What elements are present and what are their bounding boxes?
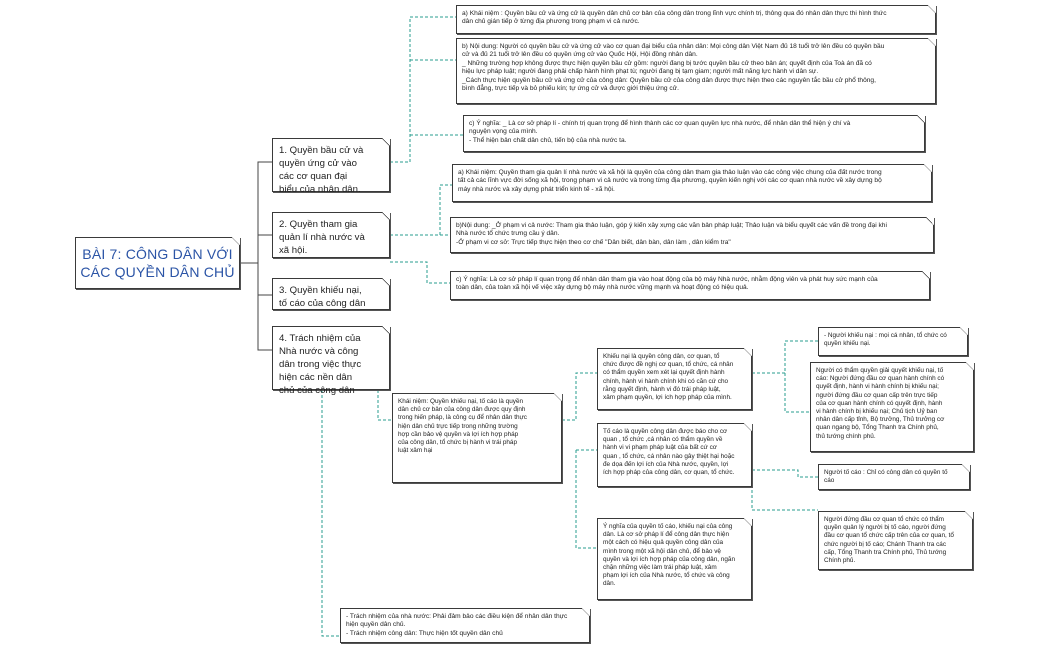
b1-to-a — [390, 16, 456, 163]
root-to-branch-1 — [240, 161, 272, 264]
branch-3-label: 3. Quyền khiếu nại, tố cáo của công dân — [279, 285, 366, 309]
b3-concept-node[interactable]: Khái niệm: Quyền khiếu nại, tố cáo là qu… — [392, 393, 562, 483]
b3-y-nghia-node[interactable]: Ý nghĩa của quyền tố cáo, khiếu nại của … — [597, 518, 752, 600]
branch-1-node[interactable]: 1. Quyền bầu cử và quyền ứng cử vào các … — [272, 138, 390, 195]
branch-2-label: 2. Quyền tham gia quản lí nhà nước và xã… — [279, 219, 365, 256]
b4-responsibility-text: - Trách nhiệm của nhà nước: Phải đảm bảo… — [346, 613, 568, 637]
b1-concept-node[interactable]: a) Khái niệm : Quyền bầu cử và ứng cử là… — [456, 5, 936, 34]
concept-to-khieu-nai — [562, 372, 597, 421]
b3-giai-quyet-kn-text: Người có thẩm quyền giải quyết khiếu nại… — [816, 367, 945, 440]
branch-4-label: 4. Trách nhiệm của Nhà nước và công dân … — [279, 333, 362, 396]
b1-content-text: b) Nội dung: Người có quyền bầu cử và ứn… — [462, 43, 885, 93]
root-to-branch-4 — [257, 295, 272, 351]
root-title: BÀI 7: CÔNG DÂN VỚI CÁC QUYỀN DÂN CHỦ — [80, 246, 235, 280]
b2-content-text: b)Nội dung: _Ở phạm vi cả nước: Tham gia… — [456, 222, 887, 246]
b3-giai-quyet-tc-text: Người đứng đầu cơ quan tổ chức có thẩm q… — [824, 516, 954, 565]
branch-4-node[interactable]: 4. Trách nhiệm của Nhà nước và công dân … — [272, 326, 390, 396]
branch-2-node[interactable]: 2. Quyền tham gia quản lí nhà nước và xã… — [272, 212, 390, 258]
b3-khieu-nai-text: Khiếu nại là quyền công dân, cơ quan, tổ… — [603, 353, 734, 402]
branch-3-node[interactable]: 3. Quyền khiếu nại, tố cáo của công dân — [272, 278, 390, 310]
b3-y-nghia-text: Ý nghĩa của quyền tố cáo, khiếu nại của … — [603, 523, 736, 588]
b2-to-c — [390, 261, 450, 284]
kn-to-nguoi-kn — [752, 340, 818, 374]
root-title-box[interactable]: BÀI 7: CÔNG DÂN VỚI CÁC QUYỀN DÂN CHỦ — [75, 237, 240, 289]
b4-to-concept — [377, 390, 392, 421]
kn-to-giai-quyet — [784, 373, 810, 413]
b3-giai-quyet-kn-node[interactable]: Người có thẩm quyền giải quyết khiếu nại… — [810, 362, 974, 452]
b1-concept-text: a) Khái niệm : Quyền bầu cử và ứng cử là… — [462, 10, 887, 26]
b1-meaning-text: c) Ý nghĩa: _ Là cơ sở pháp lí - chính t… — [469, 120, 851, 144]
b1-meaning-node[interactable]: c) Ý nghĩa: _ Là cơ sở pháp lí - chính t… — [463, 115, 925, 152]
b3-nguoi-khieu-nai-text: - Người khiếu nại : mọi cá nhân, tổ chức… — [824, 332, 947, 348]
b2-to-a — [390, 184, 452, 236]
b4-to-responsibility — [321, 390, 340, 637]
b2-content-node[interactable]: b)Nội dung: _Ở phạm vi cả nước: Tham gia… — [450, 217, 934, 253]
concept-to-y-nghia — [575, 450, 597, 549]
b2-concept-text: a) Khái niệm: Quyền tham gia quản lí nhà… — [458, 169, 882, 193]
b3-to-cao-text: Tố cáo là quyền công dân được báo cho cơ… — [603, 428, 735, 477]
b1-content-node[interactable]: b) Nội dung: Người có quyền bầu cử và ứn… — [456, 38, 936, 104]
b2-concept-node[interactable]: a) Khái niệm: Quyền tham gia quản lí nhà… — [452, 164, 932, 202]
root-to-branch-3 — [257, 263, 272, 296]
tc-to-nguoi-tc — [752, 469, 818, 478]
tc-to-giai-quyet — [751, 470, 818, 511]
b2-meaning-node[interactable]: c) Ý nghĩa: Là cơ sở pháp lí quan trọng … — [450, 271, 930, 300]
b3-concept-text: Khái niệm: Quyền khiếu nại, tố cáo là qu… — [398, 398, 527, 455]
b3-to-cao-node[interactable]: Tố cáo là quyền công dân được báo cho cơ… — [597, 423, 752, 487]
b3-giai-quyet-tc-node[interactable]: Người đứng đầu cơ quan tổ chức có thẩm q… — [818, 511, 973, 570]
b2-meaning-text: c) Ý nghĩa: Là cơ sở pháp lí quan trọng … — [456, 276, 878, 292]
b4-responsibility-node[interactable]: - Trách nhiệm của nhà nước: Phải đảm bảo… — [340, 608, 590, 643]
b3-nguoi-to-cao-text: Người tố cáo : Chỉ có công dân có quyền … — [824, 469, 948, 485]
branch-1-label: 1. Quyền bầu cử và quyền ứng cử vào các … — [279, 145, 364, 195]
b3-nguoi-to-cao-node[interactable]: Người tố cáo : Chỉ có công dân có quyền … — [818, 464, 970, 490]
b3-nguoi-khieu-nai-node[interactable]: - Người khiếu nại : mọi cá nhân, tổ chức… — [818, 327, 968, 356]
b3-khieu-nai-node[interactable]: Khiếu nại là quyền công dân, cơ quan, tổ… — [597, 348, 752, 410]
